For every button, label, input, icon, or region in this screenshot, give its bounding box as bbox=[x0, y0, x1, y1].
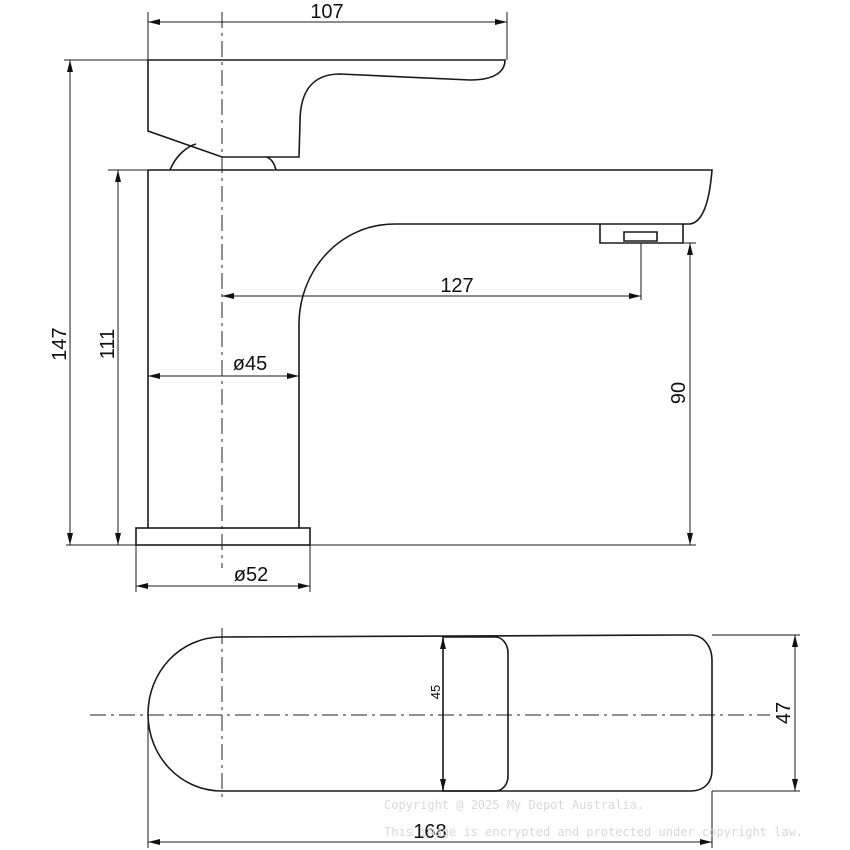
plan-view: 45 47 168 bbox=[90, 628, 800, 848]
faucet-body bbox=[147, 169, 713, 528]
watermark-line-2: This image is encrypted and protected un… bbox=[384, 825, 803, 839]
dim-plan-total-length: 168 bbox=[413, 821, 446, 843]
dim-handle-width: 107 bbox=[310, 1, 343, 23]
plan-outline bbox=[147, 634, 713, 792]
plan-handle bbox=[442, 636, 509, 792]
watermark-line-1: Copyright @ 2025 My Depot Australia. bbox=[384, 798, 644, 812]
side-view: 107 147 111 127 ø45 90 ø52 bbox=[49, 1, 713, 592]
dim-total-height: 147 bbox=[49, 327, 71, 360]
dim-outlet-height: 90 bbox=[668, 382, 690, 404]
dim-body-height: 111 bbox=[97, 329, 119, 359]
dim-plan-total-width: 47 bbox=[773, 702, 795, 724]
dim-spout-reach: 127 bbox=[440, 275, 473, 297]
dim-base-diameter: ø52 bbox=[234, 564, 268, 586]
aerator bbox=[599, 224, 684, 244]
lever-handle bbox=[147, 59, 506, 158]
handle-cap bbox=[169, 143, 277, 171]
base-plate bbox=[135, 527, 311, 546]
dim-body-diameter: ø45 bbox=[233, 353, 267, 375]
dim-plan-handle-width: 45 bbox=[428, 685, 443, 699]
